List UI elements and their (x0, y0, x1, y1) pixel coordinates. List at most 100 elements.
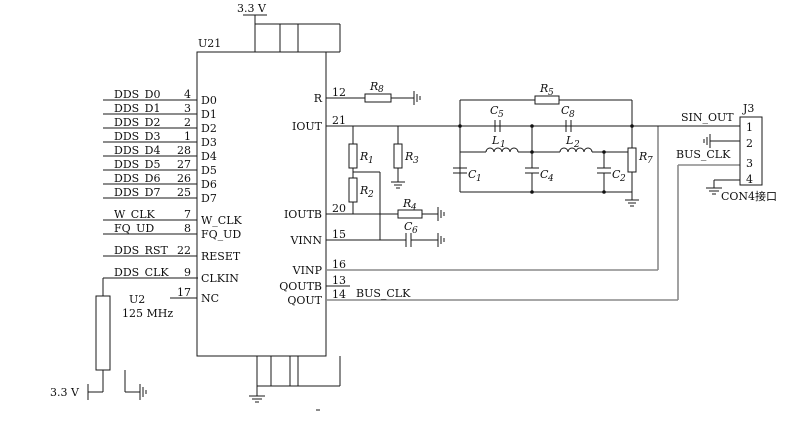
pin-name: D5 (201, 164, 217, 177)
pin-name: CLKIN (201, 272, 239, 285)
net-label: DDS_D6 (114, 172, 161, 185)
u21-left-pin-12: 17 NC (170, 286, 219, 305)
c2-letter: C (612, 168, 621, 181)
pin-name: NC (201, 292, 219, 305)
net-label: W_CLK (114, 208, 156, 221)
pin-number: 22 (177, 244, 191, 257)
r5-letter: R (539, 82, 548, 95)
pin-number: 7 (184, 208, 191, 221)
r8-letter: R (369, 80, 378, 93)
net-label: DDS_D7 (114, 186, 161, 199)
r8-resistor: R 8 (326, 80, 421, 105)
u21-left-pin-10: DDS_RST 22 RESET (103, 244, 241, 263)
pin-number: 3 (184, 102, 191, 115)
net-label: DDS_RST (114, 244, 168, 257)
j3-pin-3: 3 (746, 157, 753, 170)
u2-ref: U2 (129, 293, 145, 306)
pin-number: 26 (177, 172, 191, 185)
r5-sub: 5 (548, 88, 554, 98)
pin-number: 16 (332, 258, 346, 271)
c4-letter: C (540, 168, 549, 181)
net-label: DDS_CLK (114, 266, 169, 279)
l2-letter: L (565, 134, 573, 147)
j3-pin-2: 2 (746, 137, 753, 150)
pin-number: 2 (184, 116, 191, 129)
l2-sub: 2 (573, 140, 580, 150)
l1-sub: 1 (500, 140, 506, 150)
j3-pin-1: 1 (746, 121, 753, 134)
pin-number: 27 (177, 158, 191, 171)
pin-name: W_CLK (201, 214, 243, 227)
net-label: DDS_D3 (114, 130, 161, 143)
pin-number: 13 (332, 274, 346, 287)
c8-letter: C (561, 104, 570, 117)
r3-sub: 3 (413, 156, 419, 166)
r1-sub: 1 (368, 156, 374, 166)
feedback-lines: BUS_CLK (326, 126, 740, 301)
u21-left-pin-1: DDS_D1 3 D1 (103, 102, 217, 121)
pin-number: 4 (184, 88, 191, 101)
pin-number: 28 (177, 144, 191, 157)
j3-ref: J3 (742, 102, 754, 115)
u21-left-pin-9: FQ_UD 8 FQ_UD (103, 222, 241, 241)
pin-number: 15 (332, 228, 346, 241)
u21-left-pin-2: DDS_D2 2 D2 (103, 116, 217, 135)
pin-name: QOUTB (279, 280, 322, 293)
c6-capacitor: C 6 (326, 220, 445, 247)
pin-number: 20 (332, 202, 346, 215)
pin-name: R (314, 92, 323, 105)
net-label: DDS_D1 (114, 102, 161, 115)
r8-sub: 8 (378, 85, 384, 95)
u2-frequency: 125 MHz (122, 307, 173, 320)
net-label: FQ_UD (114, 222, 154, 235)
pin-number: 21 (332, 114, 346, 127)
pin-number: 8 (184, 222, 191, 235)
c1-letter: C (468, 168, 477, 181)
net-label: DDS_D0 (114, 88, 161, 101)
l1-letter: L (491, 134, 499, 147)
c1-sub: 1 (476, 174, 482, 184)
j3-connector: J3 1 2 3 4 CON4接口 SIN_OUT BUS_CLK (676, 102, 777, 203)
r4-letter: R (402, 197, 411, 210)
top-supply-label: 3.3 V (237, 2, 267, 15)
net-label: DDS_D4 (114, 144, 161, 157)
pin-number: 9 (184, 266, 191, 279)
pin-name: QOUT (287, 294, 322, 307)
pin-name: D1 (201, 108, 217, 121)
net-label: DDS_D2 (114, 116, 161, 129)
pin-name: D0 (201, 94, 217, 107)
pin-name: FQ_UD (201, 228, 241, 241)
bottom-supply-label: 3.3 V (50, 386, 80, 399)
c5-letter: C (490, 104, 499, 117)
bottom-decoupling (249, 356, 341, 403)
lc-filter: R 5 C 5 C 8 L 1 L 2 C 1 (453, 82, 740, 207)
u21-ref: U21 (198, 37, 221, 50)
r7-letter: R (638, 150, 647, 163)
r2-letter: R (359, 184, 368, 197)
u21-left-pin-8: W_CLK 7 W_CLK (103, 208, 243, 227)
j3-pin-4: 4 (746, 173, 753, 186)
pin-number: 17 (177, 286, 191, 299)
pin-name: VINP (292, 264, 323, 277)
pin-number: 1 (184, 130, 191, 143)
c2-sub: 2 (619, 174, 626, 184)
top-supply: 3.3 V (237, 2, 341, 58)
pin-name: RESET (201, 250, 241, 263)
qout-net-label: BUS_CLK (356, 287, 411, 300)
u21-left-pin-0: DDS_D0 4 D0 (103, 88, 217, 107)
c5-sub: 5 (498, 110, 504, 120)
iout-network: R 1 R 2 R 3 (326, 125, 460, 240)
r4-resistor: R 4 (326, 197, 445, 221)
r1-letter: R (359, 150, 368, 163)
pin-name: D2 (201, 122, 217, 135)
